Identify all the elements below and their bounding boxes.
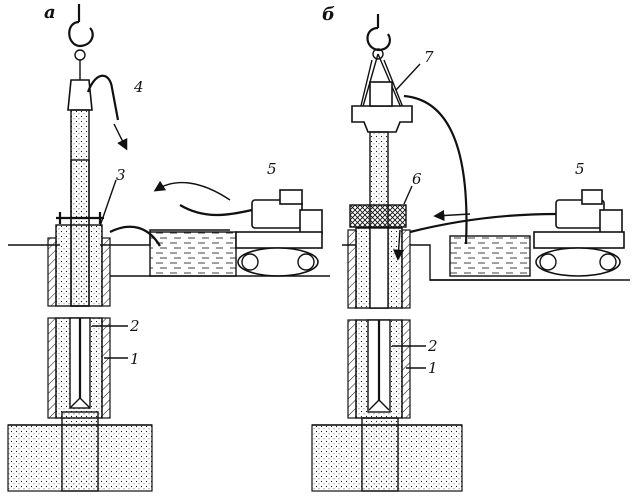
supply-hose-4 — [86, 74, 120, 121]
pile-base-a — [61, 411, 99, 492]
callout-b-1: 1 — [428, 359, 438, 377]
callout-a-3: 3 — [116, 166, 126, 184]
crane-hook-icon — [366, 14, 391, 60]
shaft-wall-left-b — [347, 319, 357, 419]
panel-b — [311, 14, 630, 492]
callout-a-5: 5 — [267, 160, 277, 178]
panel-letter-b: б — [322, 4, 335, 25]
water-tank-b — [449, 235, 531, 277]
shaft-wall-right-b — [401, 319, 411, 419]
plug-6 — [349, 204, 407, 228]
water-hose-a — [109, 225, 161, 247]
crane-hook-icon — [68, 4, 94, 80]
pump-unit-5a — [179, 189, 323, 277]
panel-letter-a: а — [44, 2, 56, 23]
callout-a-4: 4 — [133, 78, 144, 96]
water-tank-a — [149, 231, 237, 277]
water-hose-b — [409, 212, 557, 234]
callout-b-6: 6 — [412, 170, 422, 188]
callout-b-7: 7 — [424, 48, 434, 66]
pump-unit-5b — [533, 189, 625, 277]
supply-hose-7 — [403, 94, 468, 245]
callout-a-2: 2 — [129, 317, 140, 335]
callout-b-2: 2 — [427, 337, 438, 355]
panel-a — [7, 4, 330, 492]
callout-a-1: 1 — [130, 350, 140, 368]
casing-wall-left — [47, 237, 57, 307]
casing-wall-right-b — [401, 229, 411, 309]
shaft-wall-right-a — [101, 317, 111, 419]
casing-wall-left-b — [347, 229, 357, 309]
pile-base-b — [361, 417, 399, 492]
tube-head — [67, 79, 93, 111]
casing-wall-right — [101, 237, 111, 307]
shaft-wall-left-a — [47, 317, 57, 419]
callout-b-5: 5 — [575, 160, 585, 178]
hopper-7 — [351, 105, 413, 133]
